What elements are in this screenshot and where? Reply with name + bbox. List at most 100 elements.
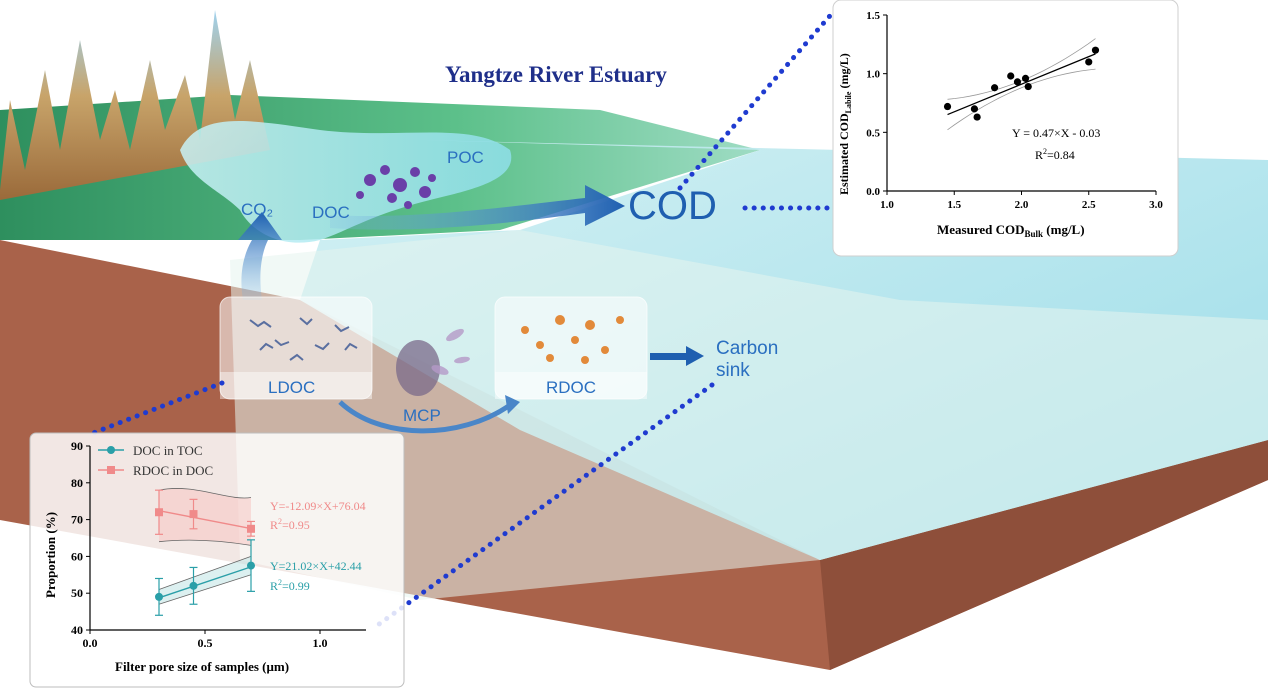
prop-xlabel: Filter pore size of samples (μm) (115, 659, 289, 674)
rdoc-r2-value: =0.95 (282, 518, 310, 532)
cod-data-point (943, 102, 952, 111)
doc-confidence-band (159, 556, 251, 605)
poc-label: POC (447, 148, 484, 167)
cod-xlabel-unit: (mg/L) (1043, 222, 1085, 237)
rdoc-band-lower (158, 539, 252, 546)
cod-data-point (1024, 82, 1032, 91)
cod-equation: Y = 0.47×X - 0.03 (1012, 126, 1100, 140)
cod-data-point (1013, 78, 1022, 86)
carbon-sink-arrow-head (686, 346, 704, 366)
cod-xlabel: Measured CODBulk (mg/L) (937, 222, 1085, 239)
doc-to-cod-arrow (330, 185, 625, 230)
prop-ylabel: Proportion (%) (43, 512, 58, 598)
legend-doc-label: DOC in TOC (133, 443, 203, 458)
cod-data-point (1091, 46, 1100, 54)
cod-y-tick-label: 1.0 (866, 69, 880, 81)
poc-particles (356, 165, 436, 209)
ldoc-label: LDOC (268, 378, 315, 397)
dotted-leaders (85, 7, 865, 630)
cod-confidence-lower (947, 68, 1096, 131)
mcp-label: MCP (403, 406, 441, 425)
prop-x-tick-label: 1.0 (313, 636, 328, 650)
ldoc-molecules (249, 317, 358, 361)
rdoc-data-point (189, 510, 198, 519)
rdoc-r2: R2=0.95 (270, 517, 310, 532)
carbon-sink-label-line1: Carbon (716, 338, 778, 359)
rdoc-equation: Y=-12.09×X+76.04 (270, 499, 366, 513)
doc-fit-line (158, 566, 252, 599)
rdoc-label: RDOC (546, 378, 596, 397)
mcp-arrow-head (505, 395, 520, 414)
legend-rdoc-marker (107, 466, 115, 474)
water-column (230, 230, 1268, 600)
doc-equation: Y=21.02×X+42.44 (270, 559, 362, 573)
cod-data-point (970, 105, 979, 113)
cod-x-tick-label: 1.5 (947, 199, 961, 211)
cod-ylabel-sub: Labile (844, 91, 853, 113)
co2-label: CO₂ (241, 200, 273, 219)
carbon-sink-label-line2: sink (716, 360, 750, 381)
cod-y-tick-label: 1.5 (866, 10, 880, 22)
cod-data-point (973, 113, 981, 121)
rdoc-label-band (495, 372, 647, 399)
prop-y-tick-label: 90 (71, 439, 83, 453)
doc-r2-sup: 2 (278, 578, 282, 587)
cod-chart-background (832, 0, 1179, 257)
legend-doc-marker (107, 446, 115, 454)
prop-y-tick-label: 80 (71, 476, 83, 490)
cod-ylabel-unit: (mg/L) (837, 53, 851, 91)
doc-r2-value: =0.99 (282, 579, 310, 593)
cod-data-point (991, 84, 999, 92)
doc-label: DOC (312, 203, 350, 222)
rdoc-r2-prefix: R (270, 518, 278, 532)
cod-x-tick-label: 2.0 (1015, 199, 1029, 211)
carbon-sink-arrow (650, 353, 688, 360)
cod-r2-prefix: R (1035, 148, 1043, 162)
rdoc-box (494, 296, 648, 400)
doc-band-lower (158, 574, 252, 605)
cod-confidence-upper (947, 38, 1096, 100)
rdoc-r2-sup: 2 (278, 517, 282, 526)
rdoc-confidence-band (159, 488, 251, 546)
cod-ylabel: Estimated CODLabile (mg/L) (837, 53, 853, 195)
rdoc-data-point (155, 508, 163, 517)
cod-x-tick-label: 3.0 (1149, 199, 1163, 211)
soil-front (820, 440, 1268, 670)
cod-label: COD (628, 184, 717, 228)
prop-x-tick-label: 0.0 (83, 636, 98, 650)
rdoc-data-point (247, 524, 255, 533)
doc-band-upper (158, 556, 252, 590)
doc-data-point (189, 581, 198, 590)
mcp-bacteria (431, 328, 470, 375)
doc-r2: R2=0.99 (270, 578, 310, 593)
rdoc-fit-line (158, 510, 252, 530)
cod-r2: R2=0.84 (1035, 147, 1075, 162)
prop-legend: DOC in TOC RDOC in DOC (98, 443, 213, 478)
ldoc-to-co2-arrow (238, 212, 282, 300)
cod-r2-sup: 2 (1043, 147, 1047, 156)
rdoc-molecules (521, 315, 624, 364)
cod-y-tick-label: 0.0 (866, 186, 880, 198)
diagram-title: Yangtze River Estuary (445, 62, 667, 87)
prop-y-tick-label: 60 (71, 549, 83, 563)
prop-y-tick-label: 70 (71, 513, 83, 527)
doc-r2-prefix: R (270, 579, 278, 593)
cod-x-tick-label: 1.0 (880, 199, 894, 211)
proportion-chart-background (29, 432, 405, 688)
doc-data-point (155, 592, 163, 601)
ldoc-box (219, 296, 373, 400)
rdoc-band-upper (158, 488, 252, 499)
mcp-microbe (396, 340, 440, 396)
prop-x-tick-label: 0.5 (198, 636, 213, 650)
cod-x-tick-label: 2.5 (1082, 199, 1096, 211)
cod-data-point (1021, 74, 1030, 82)
legend-rdoc-label: RDOC in DOC (133, 463, 213, 478)
river-plume (180, 121, 512, 243)
mcp-arrow (338, 400, 512, 434)
cod-ylabel-main: Estimated COD (837, 113, 851, 195)
cod-data-point (1007, 72, 1015, 80)
prop-y-tick-label: 50 (71, 586, 83, 600)
